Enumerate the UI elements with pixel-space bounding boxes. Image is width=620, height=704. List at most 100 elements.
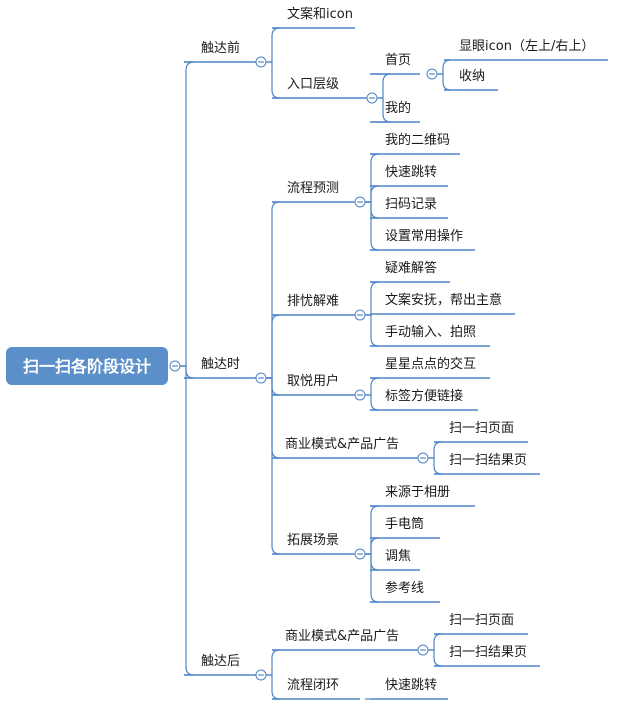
node-n2e4[interactable]: 参考线 <box>370 580 440 603</box>
minus-circle-icon[interactable] <box>354 548 366 560</box>
node-n2e2[interactable]: 手电筒 <box>370 516 440 539</box>
node-n3[interactable]: 触达后 <box>184 654 258 676</box>
node-label: 扫一扫结果页 <box>449 645 527 660</box>
connector-n2-n2d <box>266 377 281 459</box>
minus-circle-icon[interactable] <box>354 196 366 208</box>
node-label: 扫一扫页面 <box>449 613 514 628</box>
node-n3b[interactable]: 流程闭环 <box>272 678 360 700</box>
node-n2d[interactable]: 商业模式&产品广告 <box>272 437 420 459</box>
node-label: 流程预测 <box>287 181 339 196</box>
connector-n2-n2b <box>266 314 281 379</box>
node-n3a[interactable]: 商业模式&产品广告 <box>272 629 420 651</box>
connector-n2c-n2c1 <box>365 377 380 396</box>
node-n1b2[interactable]: 我的 <box>370 100 420 123</box>
node-n1b1b[interactable]: 收纳 <box>444 69 498 91</box>
node-label: 标签方便链接 <box>385 388 463 404</box>
minus-circle-icon[interactable] <box>366 92 378 104</box>
node-n3b1[interactable]: 快速跳转 <box>370 678 448 700</box>
connector-n2e-n2e1 <box>365 505 380 555</box>
root-node-box <box>6 347 168 385</box>
node-n2e[interactable]: 拓展场景 <box>272 533 360 555</box>
connector-n2d-n2d2 <box>428 457 443 475</box>
node-n2a[interactable]: 流程预测 <box>272 181 360 203</box>
node-n2[interactable]: 触达时 <box>184 357 258 379</box>
node-label: 扫一扫页面 <box>449 421 514 436</box>
connector-n2-n2a <box>266 201 281 379</box>
minus-circle-icon[interactable] <box>169 360 181 372</box>
root-node[interactable]: 扫一扫各阶段设计 <box>6 347 168 385</box>
node-n2e3[interactable]: 调焦 <box>370 549 420 571</box>
connector-root-n2 <box>180 365 195 379</box>
node-label: 文案和icon <box>287 7 353 22</box>
node-label: 手电筒 <box>385 516 424 532</box>
node-label: 我的二维码 <box>385 132 450 148</box>
node-n3a1[interactable]: 扫一扫页面 <box>434 613 528 635</box>
node-label: 扫一扫结果页 <box>449 453 527 468</box>
connector-n2e-n2e4 <box>365 553 380 603</box>
connector-root-n1 <box>180 61 195 367</box>
node-label: 显眼icon（左上/右上） <box>459 39 594 54</box>
connector-n2d-n2d1 <box>428 441 443 459</box>
connector-n2a-n2a1 <box>365 153 380 203</box>
node-n2e1[interactable]: 来源于相册 <box>370 485 475 507</box>
node-n2b[interactable]: 排忧解难 <box>272 294 360 316</box>
connector-n3a-n3a2 <box>428 649 443 667</box>
connector-n2a-n2a2 <box>365 185 380 203</box>
node-n2b2[interactable]: 文案安抚，帮出主意 <box>370 292 515 315</box>
node-label: 来源于相册 <box>385 485 450 500</box>
connector-n1b1-n1b1b <box>437 73 452 91</box>
connector-n2c-n2c2 <box>365 394 380 411</box>
connector-n3a-n3a1 <box>428 633 443 651</box>
minus-circle-icon[interactable] <box>255 669 267 681</box>
connector-n3-n3a <box>266 649 281 676</box>
minus-circle-icon[interactable] <box>255 56 267 68</box>
node-n2b3[interactable]: 手动输入、拍照 <box>370 324 490 347</box>
node-n2a2[interactable]: 快速跳转 <box>370 165 448 187</box>
minus-circle-icon[interactable] <box>426 68 438 80</box>
minus-circle-icon[interactable] <box>417 644 429 656</box>
node-n2c[interactable]: 取悦用户 <box>272 373 360 396</box>
node-n2d2[interactable]: 扫一扫结果页 <box>434 453 540 475</box>
connector-n2b-n2b1 <box>365 281 380 316</box>
node-label: 拓展场景 <box>287 533 339 548</box>
node-label: 手动输入、拍照 <box>385 324 476 340</box>
minus-circle-icon[interactable] <box>354 389 366 401</box>
node-n2a1[interactable]: 我的二维码 <box>370 132 460 155</box>
node-n3a2[interactable]: 扫一扫结果页 <box>434 645 540 667</box>
node-label: 参考线 <box>385 580 424 596</box>
node-label: 星星点点的交互 <box>385 356 476 372</box>
node-label: 流程闭环 <box>287 678 339 693</box>
node-n1b1[interactable]: 首页 <box>370 53 420 75</box>
connector-n2-n2c <box>266 377 281 396</box>
connector-n2a-n2a4 <box>365 201 380 251</box>
node-label: 设置常用操作 <box>385 228 463 244</box>
minus-circle-icon[interactable] <box>417 452 429 464</box>
node-n2c1[interactable]: 星星点点的交互 <box>370 356 490 379</box>
node-label: 快速跳转 <box>385 165 437 180</box>
node-n2a3[interactable]: 扫码记录 <box>370 197 448 219</box>
node-n1b[interactable]: 入口层级 <box>272 77 372 99</box>
node-n2d1[interactable]: 扫一扫页面 <box>434 421 528 443</box>
connector-n1b1-n1b1a <box>437 59 452 75</box>
node-n1[interactable]: 触达前 <box>184 40 258 63</box>
node-n1a[interactable]: 文案和icon <box>272 7 355 29</box>
node-label: 文案安抚，帮出主意 <box>385 292 502 308</box>
connector-n1-n1b <box>266 61 281 99</box>
node-label: 疑难解答 <box>385 260 437 276</box>
node-n2c2[interactable]: 标签方便链接 <box>370 388 478 411</box>
node-n2a4[interactable]: 设置常用操作 <box>370 228 475 251</box>
node-n1b1a[interactable]: 显眼icon（左上/右上） <box>444 39 608 61</box>
root-node-label: 扫一扫各阶段设计 <box>23 357 151 376</box>
connector-n2a-n2a3 <box>365 201 380 219</box>
node-label: 排忧解难 <box>287 294 339 309</box>
minus-circle-icon[interactable] <box>255 372 267 384</box>
connector-n1-n1a <box>266 27 281 63</box>
node-label: 触达前 <box>201 40 240 56</box>
minus-circle-icon[interactable] <box>354 309 366 321</box>
node-label: 收纳 <box>459 69 485 84</box>
node-label: 扫码记录 <box>385 197 437 212</box>
node-label: 触达后 <box>201 654 240 669</box>
node-n2b1[interactable]: 疑难解答 <box>370 260 450 283</box>
